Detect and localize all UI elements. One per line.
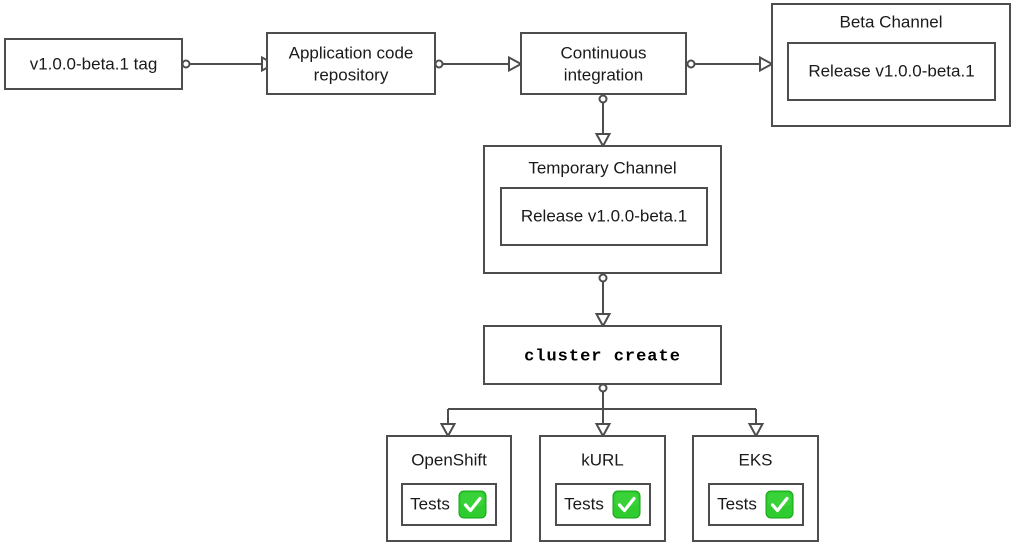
green-check-icon xyxy=(458,490,487,519)
node-continuous-integration[interactable]: Continuous integration xyxy=(520,32,687,95)
node-openshift-title: OpenShift xyxy=(411,450,487,469)
node-beta-channel-release-label: Release v1.0.0-beta.1 xyxy=(808,61,974,80)
node-temporary-channel-release[interactable]: Release v1.0.0-beta.1 xyxy=(500,187,708,246)
node-temporary-channel-title: Temporary Channel xyxy=(528,158,676,177)
node-eks-tests[interactable]: Tests xyxy=(708,483,804,526)
edge-ci-to-beta-channel xyxy=(686,55,775,73)
node-kurl-title: kURL xyxy=(581,450,624,469)
node-openshift-tests-label: Tests xyxy=(410,494,450,513)
node-beta-channel-release[interactable]: Release v1.0.0-beta.1 xyxy=(787,42,996,101)
node-kurl-tests-label: Tests xyxy=(564,494,604,513)
node-temporary-channel[interactable]: Temporary Channel Release v1.0.0-beta.1 xyxy=(483,145,722,274)
edge-temporary-channel-to-cluster-create xyxy=(594,273,612,329)
node-application-code-repository-label-line1: Application code xyxy=(289,43,414,62)
node-eks-title: EKS xyxy=(738,450,772,469)
node-cluster-create-label: cluster create xyxy=(524,347,681,366)
node-kurl-tests[interactable]: Tests xyxy=(555,483,651,526)
node-openshift-tests[interactable]: Tests xyxy=(401,483,497,526)
node-cluster-create[interactable]: cluster create xyxy=(483,325,722,385)
node-version-tag-label: v1.0.0-beta.1 tag xyxy=(30,54,158,73)
node-eks-tests-label: Tests xyxy=(717,494,757,513)
green-check-icon xyxy=(612,490,641,519)
node-version-tag[interactable]: v1.0.0-beta.1 tag xyxy=(4,38,183,90)
node-application-code-repository[interactable]: Application code repository xyxy=(266,32,436,95)
node-kurl[interactable]: kURL Tests xyxy=(539,435,666,542)
node-beta-channel[interactable]: Beta Channel Release v1.0.0-beta.1 xyxy=(771,3,1011,127)
node-application-code-repository-label-line2: repository xyxy=(314,65,389,84)
node-eks[interactable]: EKS Tests xyxy=(692,435,819,542)
node-continuous-integration-label-line2: integration xyxy=(564,65,643,84)
edge-tag-to-repo xyxy=(181,55,277,73)
node-openshift[interactable]: OpenShift Tests xyxy=(386,435,512,542)
node-temporary-channel-release-label: Release v1.0.0-beta.1 xyxy=(521,206,687,225)
node-beta-channel-title: Beta Channel xyxy=(839,12,942,31)
green-check-icon xyxy=(765,490,794,519)
edge-repo-to-ci xyxy=(434,55,524,73)
edge-ci-to-temporary-channel xyxy=(594,94,612,149)
edge-cluster-create-to-targets xyxy=(439,383,765,439)
node-continuous-integration-label-line1: Continuous xyxy=(560,43,646,62)
